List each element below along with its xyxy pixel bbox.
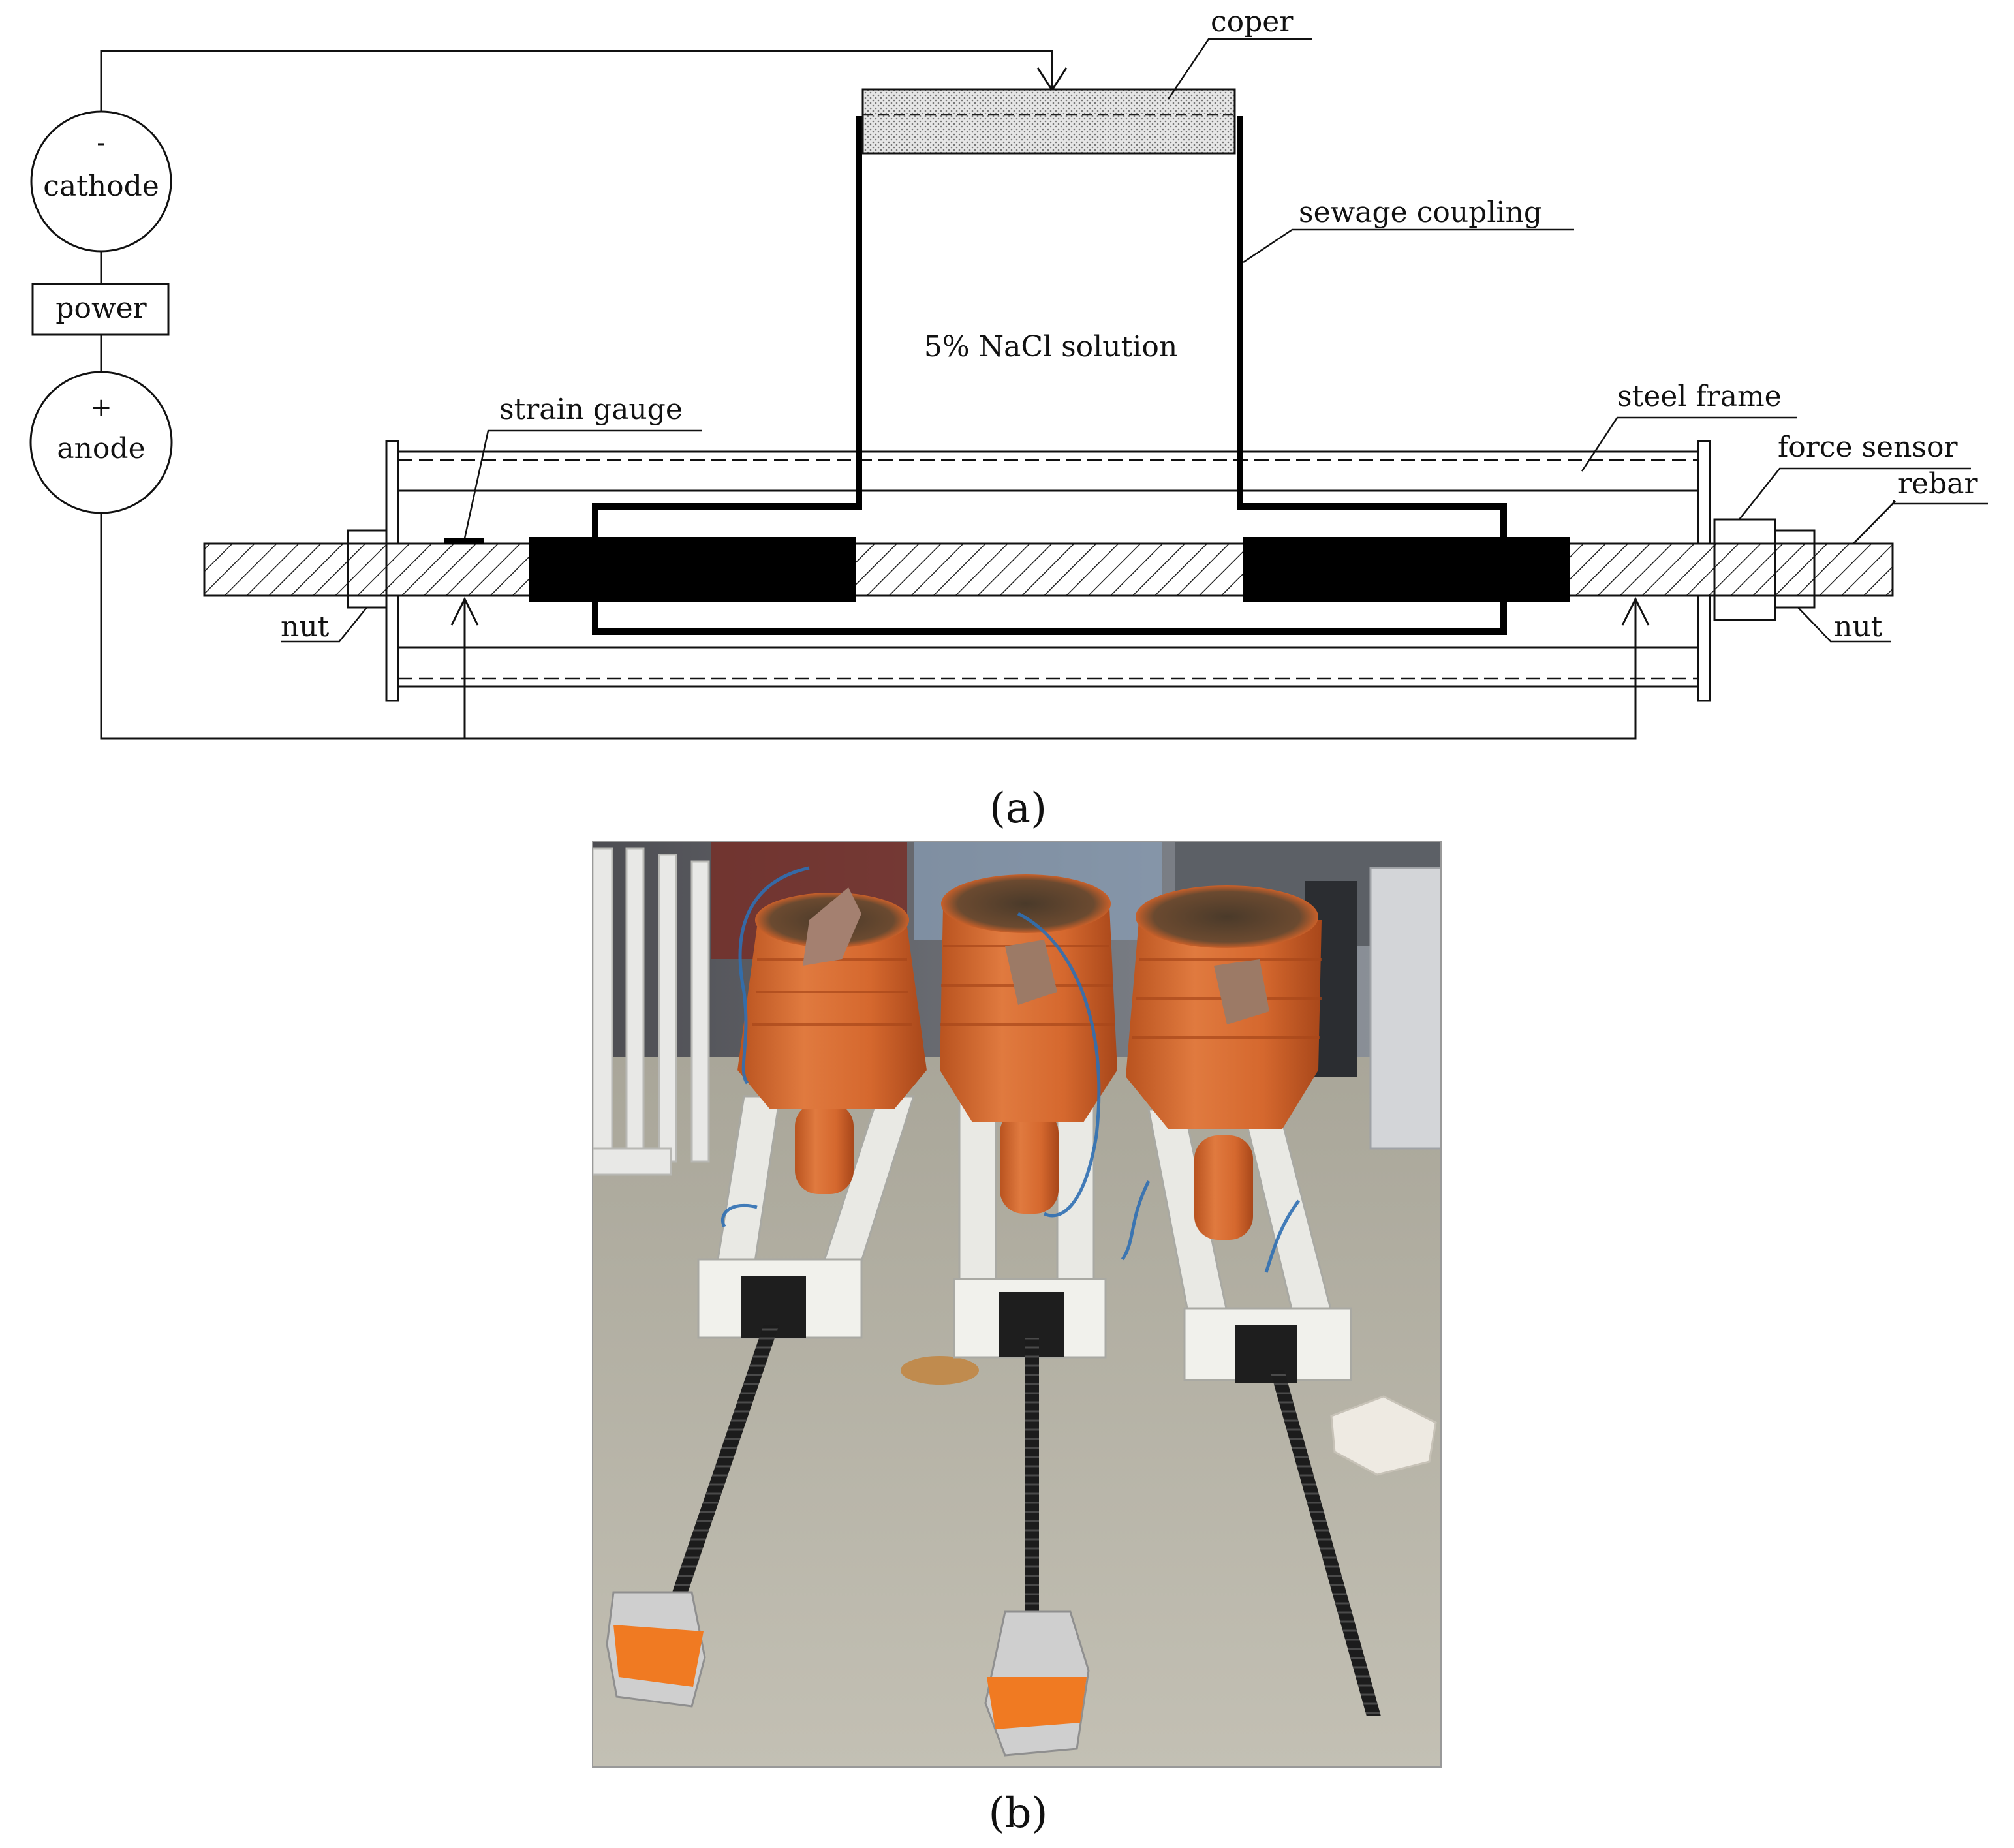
cathode-label: cathode xyxy=(43,170,159,203)
label-nut-right: nut xyxy=(1834,610,1883,643)
circuit-wires xyxy=(100,50,1650,740)
anode-sign: + xyxy=(90,393,112,423)
test-setup-photo: (b) xyxy=(592,841,1442,1838)
label-nut-left: nut xyxy=(281,610,330,643)
cathode-sign: - xyxy=(97,128,106,158)
label-sewage-coupling: sewage coupling xyxy=(1299,196,1542,229)
label-strain-gauge: strain gauge xyxy=(499,393,683,426)
specimen-frame-1 xyxy=(606,887,927,1708)
rebar-leader xyxy=(1853,501,1896,544)
anode-label: anode xyxy=(57,432,145,465)
label-force-sensor: force sensor xyxy=(1778,431,1959,464)
label-solution: 5% NaCl solution xyxy=(924,330,1177,363)
anode-node: + anode xyxy=(29,371,173,514)
caption-a: (a) xyxy=(989,784,1047,833)
label-coper: coper xyxy=(1211,5,1294,38)
cathode-node: - cathode xyxy=(30,110,172,253)
specimen-blocks xyxy=(529,537,1570,602)
force-sensor xyxy=(1713,518,1776,621)
caption-b: (b) xyxy=(989,1789,1048,1838)
copper-electrode xyxy=(861,88,1236,155)
specimen-frame-2 xyxy=(940,874,1117,1757)
strain-gauge xyxy=(444,538,484,544)
specimen-frame-3 xyxy=(1126,886,1381,1716)
photo-border xyxy=(592,841,1442,1768)
power-label: power xyxy=(55,292,147,325)
label-rebar: rebar xyxy=(1898,467,1978,501)
sewage-coupling xyxy=(592,116,1507,635)
rebar xyxy=(203,542,1894,597)
label-steel-frame: steel frame xyxy=(1617,380,1782,413)
schematic-diagram: - cathode power + anode xyxy=(29,5,1988,833)
power-supply: power xyxy=(31,283,170,336)
